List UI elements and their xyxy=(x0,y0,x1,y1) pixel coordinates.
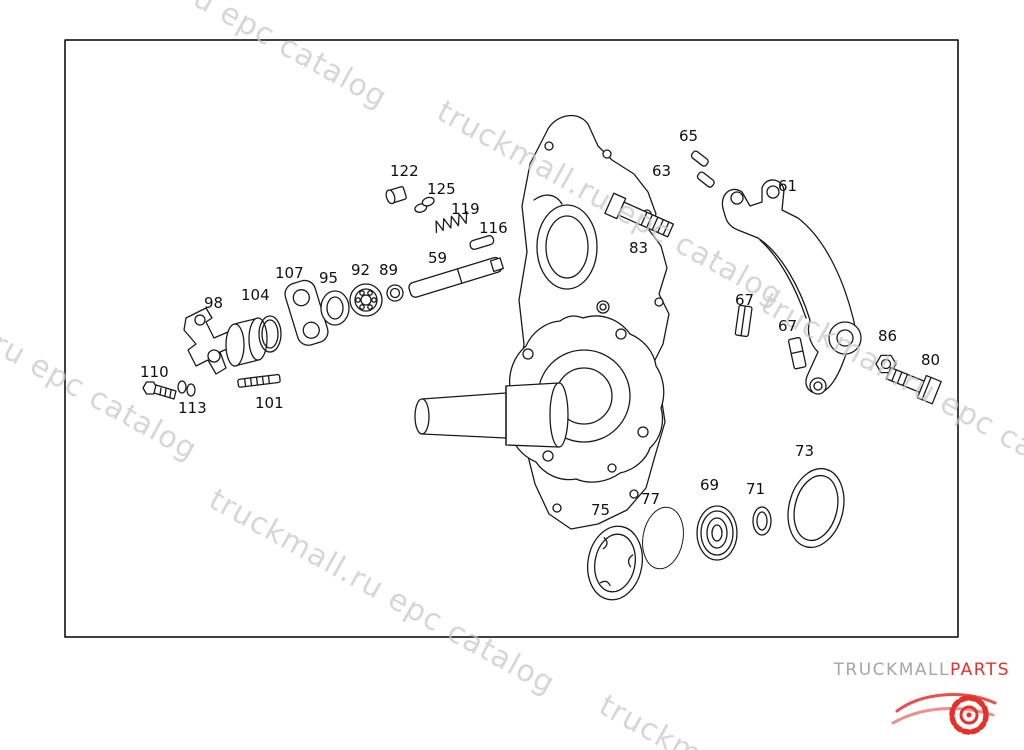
part-number-label: 73 xyxy=(795,442,815,460)
bearing-92 xyxy=(349,283,383,317)
pin-116 xyxy=(469,235,495,250)
part-number-label: 125 xyxy=(427,180,456,198)
part-number-label: 61 xyxy=(778,177,798,195)
lever-61 xyxy=(721,179,862,395)
ring-104 xyxy=(258,315,282,353)
pins-65 xyxy=(690,150,715,188)
part-number-label: 89 xyxy=(379,261,399,279)
clip-67-a xyxy=(734,304,753,338)
clip-67-b xyxy=(787,336,807,370)
part-number-label: 80 xyxy=(921,351,941,369)
part-number-label: 110 xyxy=(140,363,169,381)
part-number-label: 119 xyxy=(451,200,480,218)
part-number-label: 101 xyxy=(255,394,284,412)
part-number-label: 122 xyxy=(390,162,419,180)
part-number-label: 67 xyxy=(735,291,755,309)
part-number-label: 77 xyxy=(641,490,661,508)
part-number-label: 69 xyxy=(700,476,720,494)
diagram-border xyxy=(64,39,959,638)
gasket-107 xyxy=(284,279,329,346)
part-number-label: 98 xyxy=(204,294,224,312)
part-number-label: 83 xyxy=(629,239,649,257)
seal-69 xyxy=(696,505,738,561)
stud-101 xyxy=(237,373,281,388)
part-number-label: 116 xyxy=(479,219,508,237)
cover-75 xyxy=(586,525,644,601)
seal-95 xyxy=(320,290,350,326)
rod-59 xyxy=(408,256,504,298)
part-number-label: 71 xyxy=(746,480,766,498)
part-number-label: 113 xyxy=(178,399,207,417)
spring-119 xyxy=(435,211,468,234)
part-number-label: 75 xyxy=(591,501,611,519)
drive-shaft xyxy=(414,382,569,448)
part-number-label: 95 xyxy=(319,269,339,287)
part-number-label: 67 xyxy=(778,317,798,335)
bolt-80 xyxy=(885,366,942,405)
oring-73 xyxy=(787,467,845,549)
part-number-label: 92 xyxy=(351,261,371,279)
washer-125 xyxy=(414,196,435,213)
part-number-label: 63 xyxy=(652,162,672,180)
washers-113 xyxy=(177,380,196,397)
part-number-label: 65 xyxy=(679,127,699,145)
ring-71 xyxy=(752,506,772,536)
part-number-label: 104 xyxy=(241,286,270,304)
plug-122 xyxy=(385,186,407,205)
bolt-110 xyxy=(142,381,177,400)
part-number-label: 86 xyxy=(878,327,898,345)
gasket-77 xyxy=(642,506,684,570)
ring-89 xyxy=(386,284,404,302)
logo-text-gray: TRUCKMALL xyxy=(833,660,950,680)
bolt-63-83 xyxy=(604,192,675,238)
part-number-label: 107 xyxy=(275,264,304,282)
logo: TRUCKMALLPARTS xyxy=(834,661,1010,680)
gear-wheel-swoosh-icon xyxy=(891,693,997,735)
bracket-98 xyxy=(183,307,268,375)
logo-text-red: PARTS xyxy=(949,660,1010,680)
part-number-label: 59 xyxy=(428,249,448,267)
